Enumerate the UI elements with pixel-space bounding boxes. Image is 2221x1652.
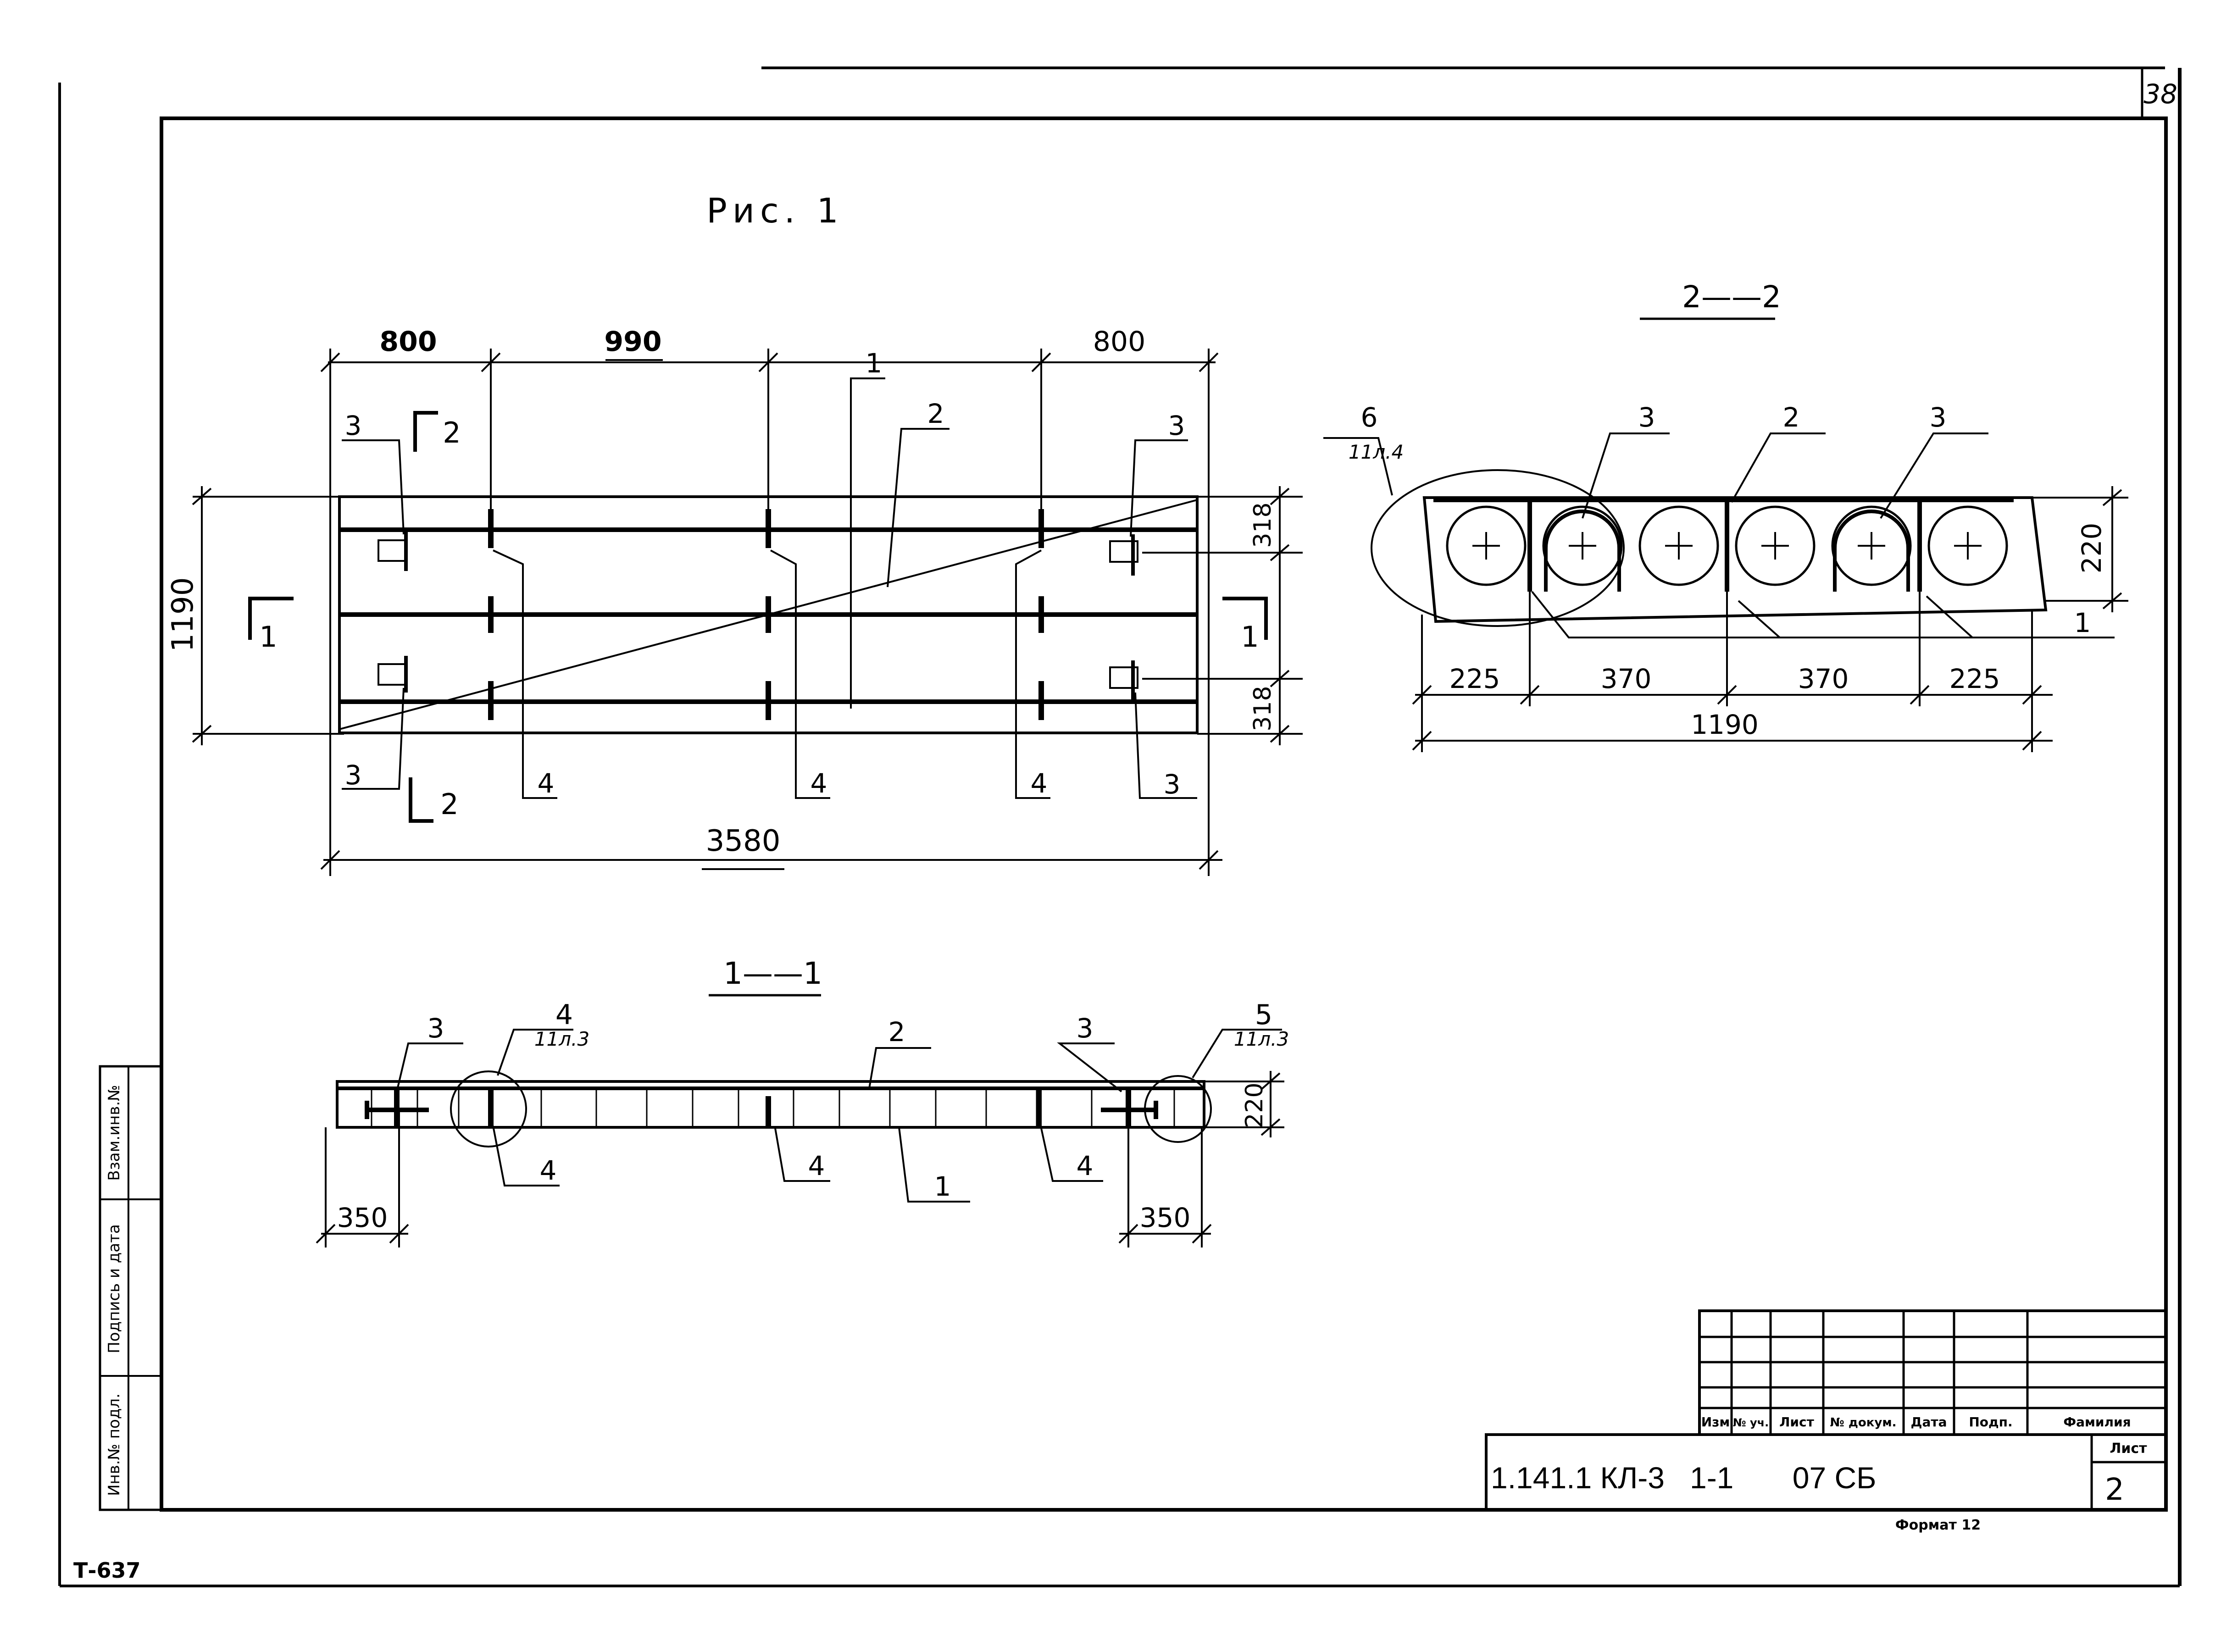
stamp-signature-date: Подпись и дата [105, 1224, 123, 1353]
callout-3-top-right: 3 [1168, 410, 1185, 441]
tb-header-date: Дата [1911, 1414, 1947, 1430]
figure-title: Рис. 1 [706, 191, 844, 231]
tb-header-name: Фамилия [2063, 1414, 2131, 1430]
dim-1190-plan: 1190 [166, 577, 200, 652]
detail-sheet-6: 11л.4 [1349, 441, 1404, 463]
callout-3-sec22-right: 3 [1930, 402, 1947, 433]
sec11-dim-350-right: 350 [1140, 1202, 1191, 1233]
tb-header-uch: № уч. [1733, 1416, 1769, 1429]
dim-800-right: 800 [1093, 326, 1146, 358]
tb-header-izm: Изм [1701, 1414, 1730, 1430]
callout-3-bottom-left: 3 [345, 759, 362, 791]
section-mark-1-left: 1 [259, 620, 277, 654]
sheet-frame: 38 [58, 67, 2182, 1587]
tb-header-sign: Подп. [1969, 1414, 2012, 1430]
callout-4-middle: 4 [811, 768, 827, 799]
section-mark-2-bottom: 2 [440, 787, 458, 821]
sec22-dim-1190: 1190 [1691, 709, 1759, 740]
detail-ref-4: 4 [555, 999, 573, 1031]
stamp-inv-no: Инв.№ подл. [105, 1393, 123, 1496]
dim-3580: 3580 [706, 824, 781, 858]
callout-4-sec11-middle: 4 [808, 1150, 825, 1181]
sec22-dim-370-right: 370 [1798, 663, 1849, 694]
detail-sheet-5: 11л.3 [1234, 1028, 1289, 1050]
callout-2-sec22: 2 [1783, 402, 1800, 433]
section-mark-2-top: 2 [443, 416, 461, 449]
callout-4-left: 4 [538, 768, 555, 799]
detail-ref-5: 5 [1255, 999, 1272, 1031]
section-1-1-title: 1——1 [723, 956, 822, 991]
callout-3-bottom-right: 3 [1164, 769, 1181, 800]
sec22-dim-370-left: 370 [1601, 663, 1652, 694]
callout-1-sec22: 1 [2074, 607, 2091, 638]
callout-4-sec11-right: 4 [1077, 1150, 1094, 1181]
lifting-loop [378, 532, 1138, 699]
sec11-height-220: 220 [1241, 1082, 1268, 1128]
tb-sheet-label: Лист [2110, 1441, 2147, 1457]
archive-mark: Т-637 [73, 1558, 141, 1583]
callout-2-sec11: 2 [888, 1016, 905, 1048]
callout-4-sec11-left: 4 [540, 1155, 557, 1186]
callout-1-sec11: 1 [934, 1171, 951, 1202]
plan-top-dimensions [320, 349, 1219, 876]
callout-3-top-left: 3 [345, 410, 362, 441]
section-mark-1-right: 1 [1241, 620, 1259, 654]
tb-header-list: Лист [1779, 1414, 1814, 1430]
callout-3-sec11-right: 3 [1077, 1013, 1094, 1044]
dim-800-left: 800 [379, 326, 437, 358]
document-code: 1.141.1 КЛ-3 1-1 07 СБ [1491, 1461, 1876, 1495]
dim-318-bottom: 318 [1249, 686, 1277, 731]
sec22-dim-225-left: 225 [1449, 663, 1500, 694]
hollow-cores [1446, 505, 2008, 586]
callout-3-sec11-left: 3 [428, 1013, 444, 1044]
tb-sheet-number: 2 [2105, 1472, 2124, 1507]
stamp-replacement-inv: Взам.инв.№ [105, 1085, 123, 1181]
detail-sheet-4: 11л.3 [534, 1028, 589, 1050]
section-2-2: 2——2 6 [1323, 279, 2128, 752]
tb-header-doc: № докум. [1830, 1416, 1897, 1430]
sec11-dim-350-left: 350 [337, 1202, 388, 1233]
section-2-2-title: 2——2 [1682, 279, 1781, 315]
sheet-corner-number: 38 [2143, 78, 2177, 110]
sec22-height-220: 220 [2076, 523, 2107, 574]
section-1-1: 1——1 4 11л.3 5 11л.3 [316, 956, 1289, 1247]
sec22-dim-225-right: 225 [1949, 663, 2000, 694]
plan-view: 800 990 800 1190 318 318 3580 [166, 326, 1303, 876]
callout-3-sec22-left: 3 [1638, 402, 1655, 433]
side-stamp: Инв.№ подл. Подпись и дата Взам.инв.№ [99, 1065, 163, 1511]
callout-4-right: 4 [1031, 768, 1048, 799]
spacer-bars [488, 509, 1044, 720]
callout-1-plan: 1 [866, 348, 883, 379]
dim-318-top: 318 [1249, 502, 1277, 548]
format-label: Формат 12 [1895, 1517, 1981, 1533]
title-block: Изм № уч. Лист № докум. Дата Подп. Фамил… [1485, 1309, 2167, 1533]
detail-ref-6: 6 [1361, 402, 1378, 433]
callout-2-plan: 2 [927, 398, 944, 429]
dim-990: 990 [604, 326, 661, 358]
